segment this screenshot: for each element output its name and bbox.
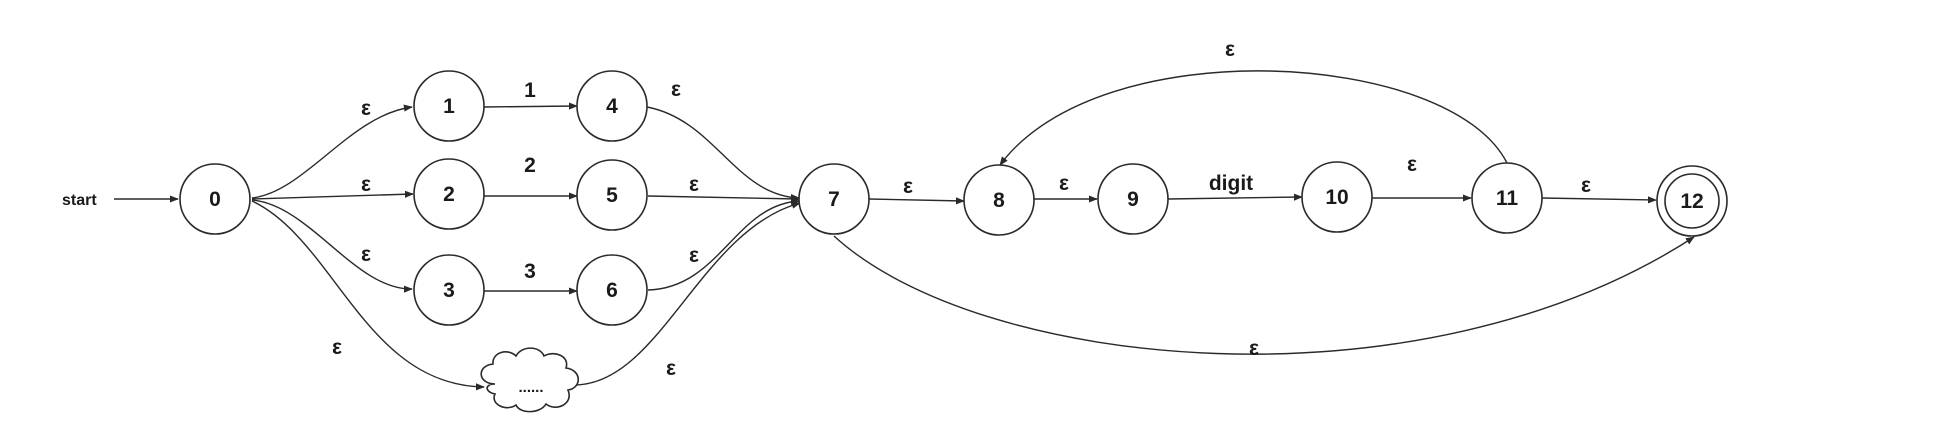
- edge-1-4: [483, 102, 578, 110]
- label-11-8: ε: [1225, 38, 1235, 61]
- state-7: 7: [798, 163, 870, 235]
- label-6-7: ε: [689, 244, 699, 267]
- state-2: 2: [413, 158, 485, 230]
- state-9: 9: [1097, 163, 1169, 235]
- cloud-node: ......: [480, 347, 580, 413]
- label-0-3: ε: [361, 243, 371, 266]
- labels: start ε ε ε ε 1 2 3 ε ε ε ε ε ε digit ε …: [62, 38, 1591, 380]
- label-10-11: ε: [1407, 153, 1417, 176]
- state-8: 8: [963, 164, 1035, 236]
- state-10: 10: [1301, 161, 1373, 233]
- state-3-label: 3: [443, 279, 455, 302]
- edge-cloud-7: [573, 201, 801, 386]
- state-1: 1: [413, 70, 485, 142]
- label-5-7: ε: [689, 173, 699, 196]
- edge-7-12: [833, 235, 1695, 355]
- edge-0-2: [251, 190, 414, 200]
- state-5-label: 5: [606, 184, 618, 207]
- state-2-label: 2: [443, 183, 455, 206]
- state-5: 5: [576, 159, 648, 231]
- label-7-12: ε: [1249, 337, 1259, 360]
- state-10-label: 10: [1325, 186, 1348, 209]
- state-8-label: 8: [993, 189, 1005, 212]
- edge-0-3: [251, 199, 413, 293]
- edge-11-8: [999, 70, 1508, 166]
- state-3: 3: [413, 254, 485, 326]
- label-0-2: ε: [361, 173, 371, 196]
- state-0: 0: [179, 163, 251, 235]
- edge-7-8: [868, 197, 965, 205]
- state-11: 11: [1471, 162, 1543, 234]
- state-11-label: 11: [1496, 187, 1519, 210]
- state-7-label: 7: [828, 188, 840, 211]
- label-1-4: 1: [524, 79, 536, 102]
- edge-4-7: [646, 106, 800, 202]
- state-6: 6: [576, 254, 648, 326]
- state-1-label: 1: [443, 95, 455, 118]
- state-4: 4: [576, 70, 648, 142]
- state-12-accepting: 12: [1656, 165, 1728, 237]
- cloud-label: ......: [518, 379, 543, 396]
- label-8-9: ε: [1059, 172, 1069, 195]
- state-0-label: 0: [209, 188, 221, 211]
- edge-0-1: [251, 104, 413, 199]
- edge-9-10: [1167, 193, 1303, 201]
- label-2-5: 2: [524, 154, 536, 177]
- label-11-12: ε: [1581, 174, 1591, 197]
- label-3-6: 3: [524, 260, 536, 283]
- label-0-cloud: ε: [332, 336, 342, 359]
- state-9-label: 9: [1127, 188, 1139, 211]
- edge-5-7: [647, 195, 800, 203]
- state-4-label: 4: [606, 95, 618, 118]
- state-6-label: 6: [606, 279, 618, 302]
- label-cloud-7: ε: [666, 357, 676, 380]
- edge-0-cloud: [251, 200, 485, 391]
- label-4-7: ε: [671, 78, 681, 101]
- label-7-8: ε: [903, 175, 913, 198]
- state-12-label: 12: [1680, 190, 1703, 213]
- label-9-10: digit: [1209, 172, 1253, 195]
- label-0-1: ε: [361, 97, 371, 120]
- edge-6-7: [647, 197, 800, 291]
- states: 0 1 2 3 4 5 6 7: [179, 70, 1728, 413]
- edge-11-12: [1541, 196, 1657, 204]
- start-label: start: [62, 192, 97, 209]
- edges: [114, 70, 1695, 391]
